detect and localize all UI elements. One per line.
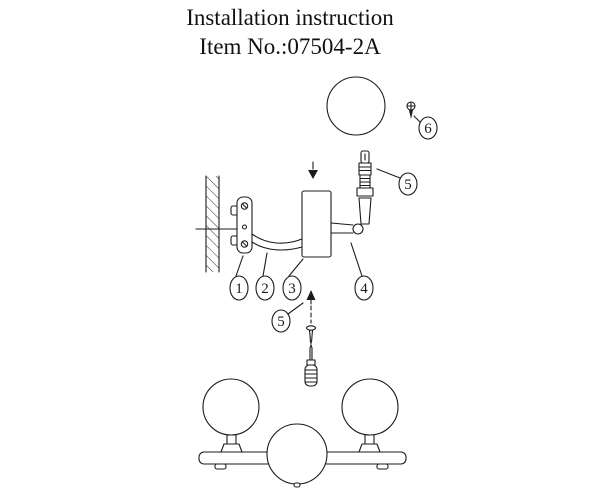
callout-4-label: 4 bbox=[360, 281, 368, 297]
left-globe bbox=[202, 378, 260, 436]
wall-section bbox=[205, 175, 220, 273]
callout-3-leader bbox=[288, 258, 304, 277]
bowl-finial bbox=[293, 482, 301, 488]
left-globe-base bbox=[220, 443, 243, 453]
callout-labels: 6 5 1 2 3 4 5 bbox=[235, 121, 432, 330]
callout-2 bbox=[255, 275, 275, 301]
callout-4-leader bbox=[350, 242, 363, 277]
callout-5-screw bbox=[271, 309, 291, 333]
callout-3-label: 3 bbox=[288, 281, 296, 297]
callout-1 bbox=[229, 275, 249, 301]
callout-5-bulb-leader bbox=[376, 168, 401, 179]
center-bowl bbox=[266, 423, 328, 485]
halogen-bulb-icon bbox=[356, 150, 374, 197]
set-screw-icon bbox=[406, 101, 416, 119]
callout-6 bbox=[418, 116, 438, 140]
callout-5-screw-label: 5 bbox=[277, 314, 285, 330]
bracket-screw-bottom-icon bbox=[240, 240, 249, 248]
header: Installation instruction Item No.:07504-… bbox=[0, 3, 580, 62]
item-number: Item No.:07504-2A bbox=[199, 34, 381, 60]
mounting-plate bbox=[301, 190, 332, 258]
callout-6-leader bbox=[413, 115, 421, 123]
callout-4 bbox=[354, 275, 374, 301]
screwdriver-icon bbox=[304, 344, 318, 387]
callout-1-label: 1 bbox=[235, 281, 243, 297]
right-globe-base bbox=[358, 443, 381, 453]
bulb-socket bbox=[358, 197, 372, 225]
callout-6-label: 6 bbox=[424, 121, 432, 137]
right-globe bbox=[341, 378, 399, 436]
callout-3 bbox=[282, 275, 302, 301]
bracket-screw-top-icon bbox=[240, 202, 249, 210]
callout-5-bulb bbox=[398, 172, 418, 196]
assembled-fixture bbox=[198, 378, 407, 488]
callout-2-label: 2 bbox=[261, 281, 269, 297]
callout-5-bulb-label: 5 bbox=[404, 177, 412, 193]
glass-globe bbox=[326, 76, 386, 136]
fixture-arm bbox=[251, 233, 303, 251]
bar-knob-left bbox=[214, 463, 227, 470]
up-arrow-icon bbox=[306, 290, 316, 305]
bar-knob-right bbox=[376, 463, 389, 470]
wall-bracket bbox=[230, 196, 253, 254]
down-arrow-icon bbox=[308, 161, 318, 179]
callout-5-screw-leader bbox=[287, 302, 304, 315]
lamp-arm bbox=[330, 222, 364, 235]
callout-2-leader bbox=[262, 252, 268, 277]
small-screw-icon bbox=[305, 325, 317, 345]
page-title: Installation instruction bbox=[186, 5, 394, 30]
callout-1-leader bbox=[235, 255, 244, 277]
